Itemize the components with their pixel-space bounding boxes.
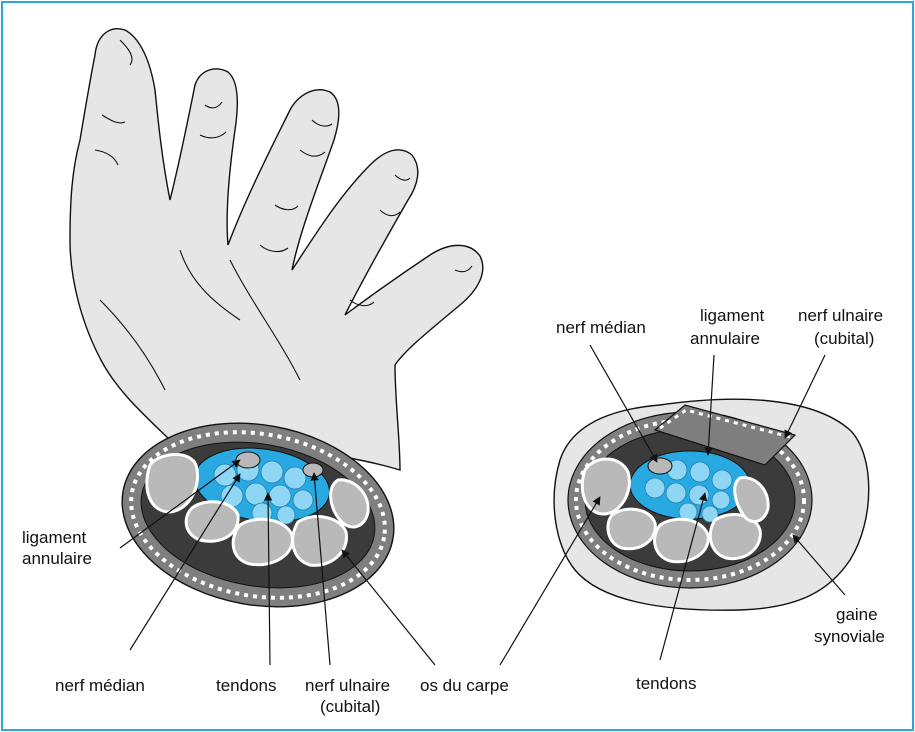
label-left-ligament-1: ligament (22, 528, 87, 547)
label-left-ulnar-1: nerf ulnaire (305, 676, 390, 695)
label-right-sheath-2: synoviale (814, 627, 885, 646)
label-left-tendons: tendons (216, 676, 277, 695)
label-right-tendons: tendons (636, 674, 697, 693)
label-right-median: nerf médian (556, 318, 646, 337)
label-left-carpal: os du carpe (420, 676, 509, 695)
hand-outline (70, 29, 483, 470)
label-right-sheath-1: gaine (836, 605, 878, 624)
arrow-right-bone (500, 497, 600, 665)
hand-illustration (70, 29, 483, 470)
label-left-ulnar-2: (cubital) (320, 697, 380, 716)
label-left-ligament-2: annulaire (22, 549, 92, 568)
right-cross-section (554, 399, 869, 610)
label-right-ulnar-1: nerf ulnaire (798, 306, 883, 325)
arrow-left-carpal (342, 550, 435, 665)
right-median-nerve (648, 458, 672, 474)
label-right-ulnar-2: (cubital) (814, 329, 874, 348)
label-right-ligament-1: ligament (700, 306, 765, 325)
left-ulnar-nerve (303, 463, 323, 477)
label-left-median: nerf médian (55, 676, 145, 695)
label-right-ligament-2: annulaire (690, 329, 760, 348)
